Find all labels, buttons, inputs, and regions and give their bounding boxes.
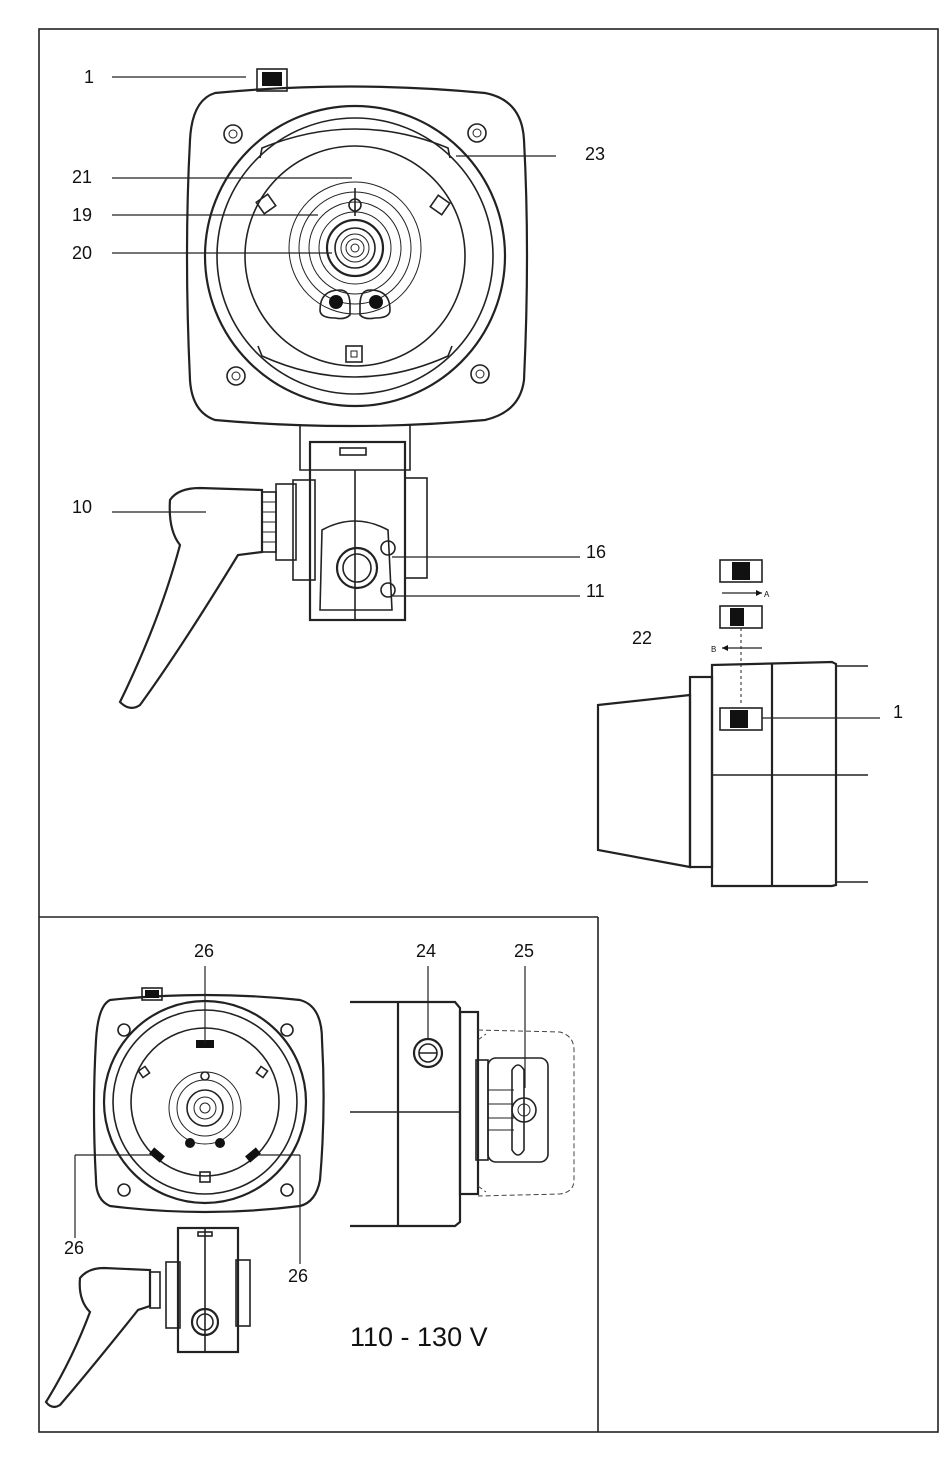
- callout-25: 25: [514, 941, 534, 961]
- callout-20: 20: [72, 243, 92, 263]
- tilt-handle: [120, 484, 296, 708]
- callout-24: 24: [416, 941, 436, 961]
- modeling-lamp: [327, 220, 383, 276]
- page-frame: [39, 29, 938, 1432]
- callout-21: 21: [72, 167, 92, 187]
- small-front-view: [46, 966, 324, 1407]
- callout-26-left: 26: [64, 1238, 84, 1258]
- callout-11: 11: [586, 581, 605, 601]
- callout-26-top: 26: [194, 941, 214, 961]
- side-view: [598, 560, 880, 886]
- callout-26-right: 26: [288, 1266, 308, 1286]
- callout-22: 22: [632, 628, 652, 648]
- flash-head-front-view: [187, 69, 527, 426]
- callout-19: 19: [72, 205, 92, 225]
- callout-10: 10: [72, 497, 92, 517]
- callout-16: 16: [586, 542, 606, 562]
- switch-position-a: [720, 560, 762, 596]
- callout-23: 23: [585, 144, 605, 164]
- main-leader-lines: [112, 77, 580, 596]
- callout-1-side: 1: [893, 702, 903, 722]
- arrow-label-b: B: [711, 645, 716, 654]
- arrow-label-a: A: [764, 590, 770, 599]
- voltage-label: 110 - 130 V: [350, 1322, 488, 1352]
- stand-mount: [293, 424, 427, 620]
- callout-1: 1: [84, 67, 94, 87]
- small-side-view: [350, 966, 574, 1226]
